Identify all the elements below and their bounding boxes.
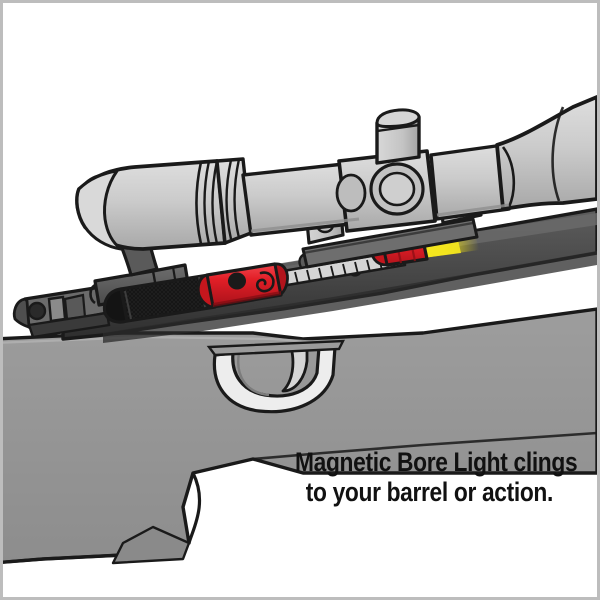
- riflescope-eyepiece: [495, 95, 597, 211]
- caption-line-2: to your barrel or action.: [305, 477, 554, 507]
- riflescope-turret-housing: [335, 149, 437, 233]
- riflescope-windage-turret[interactable]: [369, 162, 425, 216]
- bore-light-barrel-head: [196, 262, 289, 309]
- caption-line-1: Magnetic Bore Light clings: [295, 447, 578, 477]
- rifle-stock: [3, 307, 597, 565]
- trigger: [281, 345, 309, 393]
- riflescope: [75, 95, 597, 251]
- bore-light-logo-icon: [255, 271, 275, 293]
- bore-light-barrel-button[interactable]: [228, 272, 246, 290]
- caption-text: Magnetic Bore Light clings to your barre…: [295, 447, 578, 507]
- riflescope-elevation-turret[interactable]: [375, 108, 421, 165]
- riflescope-objective-bell: [75, 159, 227, 251]
- rifle-bore-light-illustration: [3, 95, 597, 565]
- bore-light-barrel-grip: [102, 273, 217, 324]
- bore-light-on-barrel: [102, 262, 289, 324]
- trigger-guard: [206, 339, 345, 414]
